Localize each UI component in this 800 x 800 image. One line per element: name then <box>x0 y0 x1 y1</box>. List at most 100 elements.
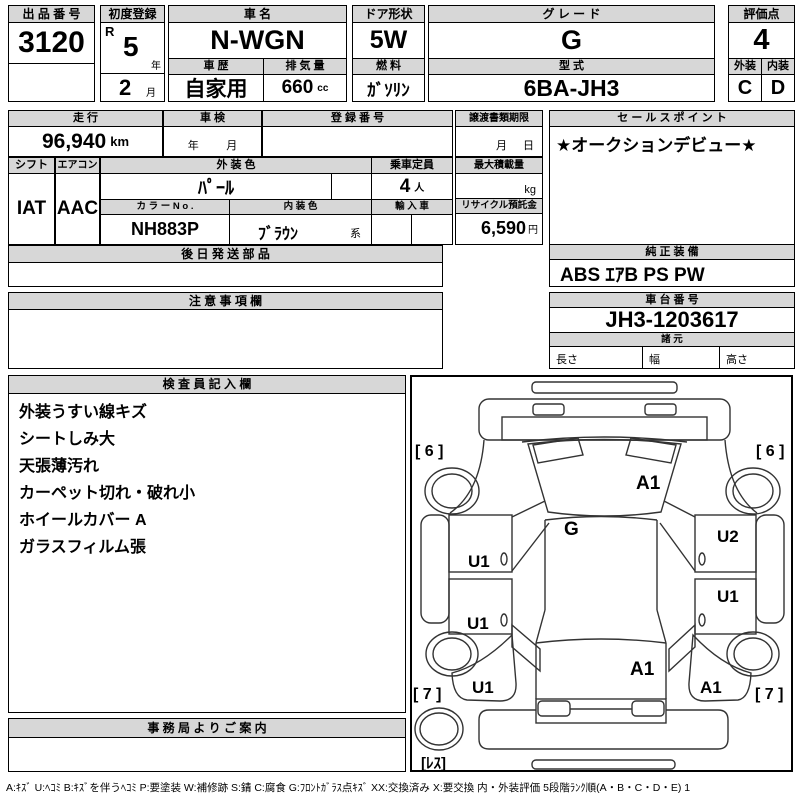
score-label: 評価点 <box>729 6 794 23</box>
specs-label: 諸 元 <box>550 333 794 347</box>
displacement-label: 排 気 量 <box>264 59 346 75</box>
registration-no-label: 登 録 番 号 <box>263 111 452 127</box>
marker-rear-right-tire: [ 7 ] <box>755 686 783 703</box>
aircon-box: エアコン AAC <box>55 157 100 245</box>
marker-spare-tire: [ﾚｽ] <box>421 755 446 770</box>
legend-text: A:ｷｽﾞ U:ﾍｺﾐ B:ｷｽﾞを伴うﾍｺﾐ P:要塗装 W:補修跡 S:錆 … <box>6 782 691 794</box>
inspector-line: シートしみ大 <box>19 431 116 448</box>
interior-color-value: ﾌﾞﾗｳﾝ 系 <box>230 215 372 244</box>
later-parts-box: 後 日 発 送 部 品 <box>8 245 443 287</box>
exterior-color-extra-cell <box>332 174 372 200</box>
capacity-label: 乗車定員 <box>372 158 452 174</box>
mileage-label: 走 行 <box>9 111 162 127</box>
grade-value: G <box>429 23 714 59</box>
inspection-value: 年 月 <box>187 140 238 152</box>
marker-left-front-door: U1 <box>468 552 490 571</box>
exterior-color-label: 外 装 色 <box>101 158 372 174</box>
door-shape-label: ドア形状 <box>353 6 424 23</box>
exterior-color-value: ﾊﾟｰﾙ <box>101 174 332 200</box>
inspection-box: 車 検 年 月 <box>163 110 262 157</box>
color-no-value: NH883P <box>101 215 230 244</box>
car-history-label: 車 歴 <box>169 59 264 75</box>
model-code-label: 型 式 <box>429 59 714 75</box>
spec-length-label: 長さ <box>550 347 643 368</box>
shift-box: シフト IAT <box>8 157 55 245</box>
inspector-line: ホイールカバー A <box>19 512 147 529</box>
shift-label: シフト <box>9 158 54 174</box>
month-suffix: 月 <box>146 88 156 99</box>
marker-left-quarter: U1 <box>472 678 494 697</box>
chassis-no-value: JH3-1203617 <box>550 308 794 333</box>
inspector-line: 外装うすい線キズ <box>19 404 148 421</box>
fuel-label: 燃 料 <box>353 59 424 75</box>
auction-no-label: 出 品 番 号 <box>9 6 94 23</box>
genuine-equipment-label: 純 正 装 備 <box>550 244 794 260</box>
car-name-box: 車 名 N-WGN 車 歴 排 気 量 自家用 660 cc <box>168 5 347 102</box>
color-no-label: カ ラ ー N o . <box>101 200 230 215</box>
grade-label: グ レ ー ド <box>429 6 714 23</box>
first-registration-month-cell: 2 月 <box>101 74 164 101</box>
marker-right-front-door: U2 <box>717 527 739 546</box>
office-notice-label: 事 務 局 よ り ご 案 内 <box>9 719 405 738</box>
notes-value <box>9 310 442 368</box>
exterior-label: 外装 <box>729 59 762 75</box>
inspector-line: ガラスフィルム張 <box>19 539 147 556</box>
inspector-notes-label: 検 査 員 記 入 欄 <box>9 376 405 394</box>
aircon-value: AAC <box>56 198 99 219</box>
import-car-cell-2 <box>412 215 452 244</box>
score-box: 評価点 4 外装 内装 C D <box>728 5 795 102</box>
chassis-no-label: 車 台 番 号 <box>550 293 794 308</box>
car-name-label: 車 名 <box>169 6 346 23</box>
auction-no-value: 3120 <box>9 23 94 64</box>
interior-color-label: 内 装 色 <box>230 200 372 215</box>
fuel-value: ｶﾞｿﾘﾝ <box>367 80 410 100</box>
month-value: 2 <box>119 75 132 100</box>
color-capacity-box: 外 装 色 乗車定員 ﾊﾟｰﾙ 4 人 カ ラ ー N o . 内 装 色 輸 … <box>100 157 453 245</box>
transfer-deadline-value: 月 日 <box>496 140 534 152</box>
max-load-value: kg <box>456 174 542 199</box>
import-car-label: 輸 入 車 <box>372 200 452 215</box>
interior-grade-value: D <box>770 76 786 99</box>
score-value: 4 <box>729 23 794 59</box>
inspection-label: 車 検 <box>164 111 261 127</box>
damage-markers: [ 6 ] [ 6 ] A1 G U1 U2 U1 U1 U1 A1 A1 [ … <box>413 443 784 772</box>
door-shape-value: 5W <box>353 23 424 59</box>
first-registration-box: 初度登録 R 5 年 2 月 <box>100 5 165 102</box>
first-registration-year-cell: R 5 年 <box>101 23 164 74</box>
notes-box: 注 意 事 項 欄 <box>8 292 443 369</box>
displacement-value: 660 cc <box>281 77 329 98</box>
inspector-notes-box: 検 査 員 記 入 欄 外装うすい線キズ シートしみ大 天張薄汚れ カーペット切… <box>8 375 406 713</box>
marker-left-rear-door: U1 <box>467 614 489 633</box>
genuine-equipment-value: ABS ｴｱB PS PW <box>560 264 705 286</box>
marker-front-right-tire: [ 6 ] <box>756 443 784 460</box>
inspector-notes-content: 外装うすい線キズ シートしみ大 天張薄汚れ カーペット切れ・破れ小 ホイールカバ… <box>9 394 405 566</box>
car-name-value: N-WGN <box>169 23 346 59</box>
mileage-value: 96,940 km <box>41 129 130 153</box>
exterior-grade-value: C <box>729 75 762 101</box>
year-suffix: 年 <box>151 61 161 72</box>
shift-value: IAT <box>16 198 47 219</box>
spec-height-label: 高さ <box>726 354 748 366</box>
grade-box: グ レ ー ド G 型 式 6BA-JH3 <box>428 5 715 102</box>
year-value: 5 <box>123 31 139 62</box>
auction-no-box: 出 品 番 号 3120 <box>8 5 95 102</box>
office-notice-box: 事 務 局 よ り ご 案 内 <box>8 718 406 772</box>
era-value: R <box>105 24 115 39</box>
sales-point-label: セ ー ル ス ポ イ ン ト <box>550 111 794 127</box>
chassis-no-box: 車 台 番 号 JH3-1203617 諸 元 長さ 幅 高さ <box>549 292 795 369</box>
car-diagram: [ 6 ] [ 6 ] A1 G U1 U2 U1 U1 U1 A1 A1 [ … <box>413 381 785 772</box>
inspector-line: カーペット切れ・破れ小 <box>19 485 196 502</box>
transfer-deadline-label: 譲渡書類期限 <box>456 111 542 127</box>
sales-point-box: セ ー ル ス ポ イ ン ト ★オークションデビュー★ 純 正 装 備 ABS… <box>549 110 795 287</box>
sales-point-value: ★オークションデビュー★ <box>556 136 757 155</box>
marker-rear-left-tire: [ 7 ] <box>413 686 441 703</box>
import-car-cell-1 <box>372 215 412 244</box>
marker-windshield: A1 <box>636 473 661 494</box>
marker-right-rear-door: U1 <box>717 587 739 606</box>
registration-no-value <box>263 127 452 156</box>
marker-rear-glass: A1 <box>630 659 655 680</box>
door-shape-box: ドア形状 5W 燃 料 ｶﾞｿﾘﾝ <box>352 5 425 102</box>
recycle-deposit-value: 6,590 円 <box>480 217 538 238</box>
registration-no-box: 登 録 番 号 <box>262 110 453 157</box>
